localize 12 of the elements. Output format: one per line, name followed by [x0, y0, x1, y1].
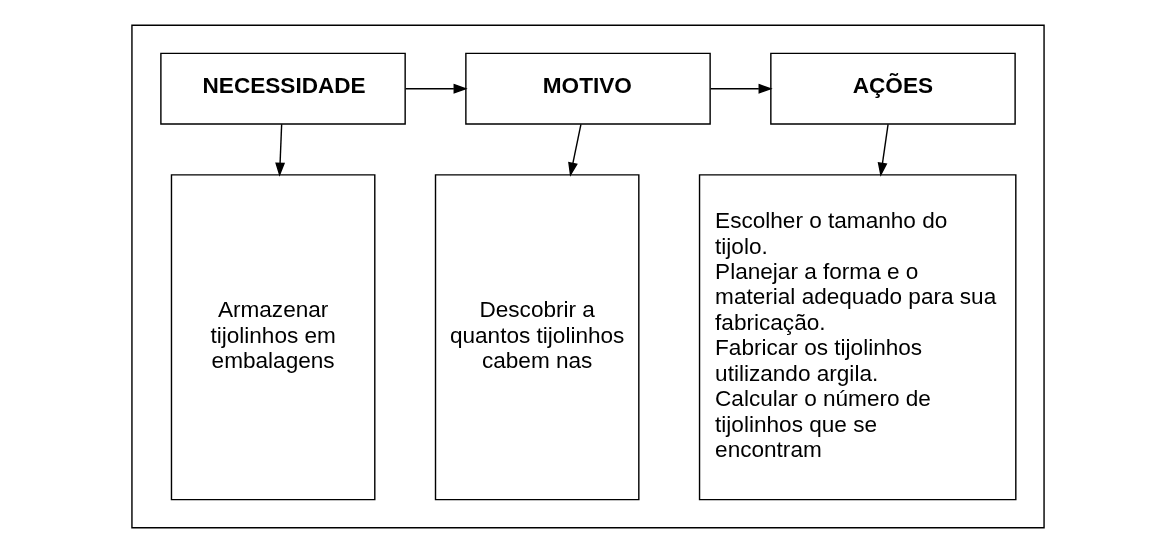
- node-box: Escolher o tamanho do tijolo. Planejar a forma e o material adequado para sua fabricação. Fabricar os tijolinhos utilizando argila. Calcular o número de tijolinhos que se encontram: [698, 174, 1017, 501]
- cluster: [131, 24, 1045, 529]
- node-box: Armazenar tijolinhos em embalagens: [170, 174, 376, 501]
- node-box: Descobrir a quantos tijolinhos cabem nas: [434, 174, 640, 501]
- node-box: AÇÕES: [770, 52, 1016, 125]
- arrow: [405, 83, 468, 94]
- arrow: [275, 123, 286, 177]
- arrow: [568, 123, 582, 177]
- arrow: [710, 83, 773, 94]
- arrow: [877, 123, 889, 177]
- node-box: NECESSIDADE: [160, 52, 406, 125]
- node-box: MOTIVO: [465, 52, 711, 125]
